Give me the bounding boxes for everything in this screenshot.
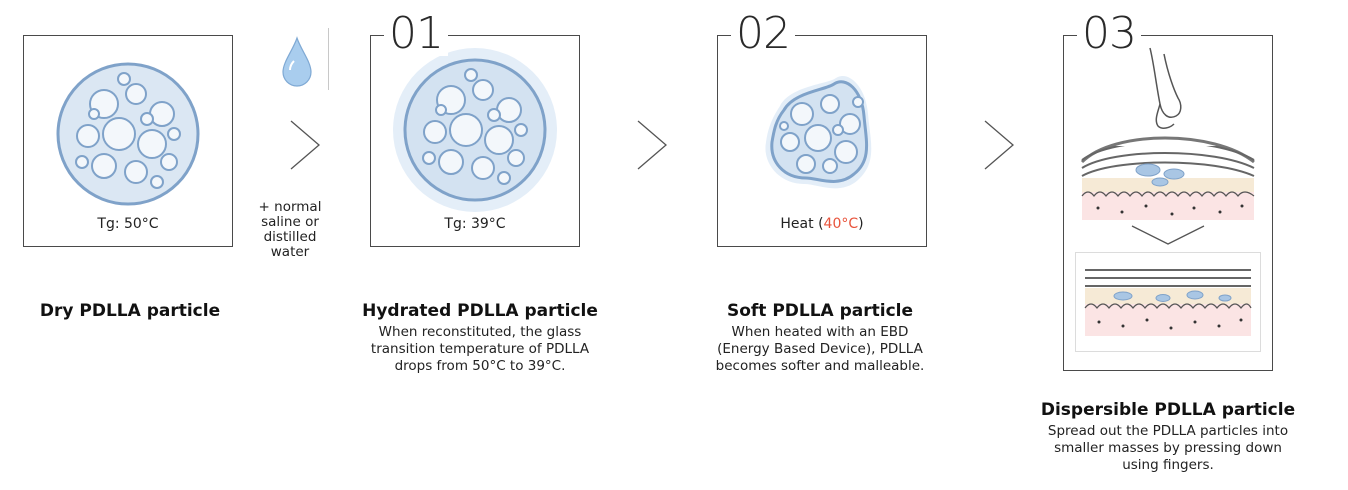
dispersible-caption-line: Spread out the PDLLA particles into xyxy=(1047,423,1289,439)
dry-caption: Dry PDLLA particle xyxy=(15,301,245,324)
additive-note-line: + normal xyxy=(258,199,322,215)
hydrated-caption-line: When reconstituted, the glass xyxy=(378,324,582,340)
additive-note-line: saline or xyxy=(261,214,319,230)
water-drop-icon xyxy=(278,28,329,90)
hydrated-caption: Hydrated PDLLA particle When reconstitut… xyxy=(330,301,630,375)
dispersible-caption-line: using fingers. xyxy=(1122,457,1214,473)
dispersible-caption: Dispersible PDLLA particle Spread out th… xyxy=(1003,400,1333,474)
soft-caption-line: (Energy Based Device), PDLLA xyxy=(717,341,923,357)
dispersible-caption-line: smaller masses by pressing down xyxy=(1054,440,1282,456)
soft-caption-line: becomes softer and malleable. xyxy=(715,358,925,374)
heat-label: Heat (40°C) xyxy=(718,216,926,232)
skin-layers-icon xyxy=(1081,146,1255,220)
hydrated-caption-title: Hydrated PDLLA particle xyxy=(362,301,598,321)
soft-caption-title: Soft PDLLA particle xyxy=(726,301,914,321)
dispersible-particle-panel xyxy=(1063,35,1273,371)
additive-note-line: water xyxy=(270,244,310,260)
soft-particle-panel: Heat (40°C) xyxy=(717,35,927,247)
chevron-right-icon xyxy=(290,120,320,170)
step-number-02: 02 xyxy=(731,12,795,56)
additive-note-line: distilled xyxy=(263,229,317,245)
soft-particle-illustration xyxy=(765,75,872,189)
dry-tg-label: Tg: 50°C xyxy=(97,216,159,232)
additive-note: + normal saline or distilled water xyxy=(250,200,330,260)
chevron-right-icon xyxy=(984,120,1014,170)
step-number-01: 01 xyxy=(384,12,448,56)
dry-caption-title: Dry PDLLA particle xyxy=(39,301,221,321)
soft-caption-line: When heated with an EBD xyxy=(731,324,909,340)
hydrated-caption-line: drops from 50°C to 39°C. xyxy=(394,358,566,374)
heat-label-prefix: Heat ( xyxy=(780,216,824,232)
dispersible-caption-title: Dispersible PDLLA particle xyxy=(1040,400,1296,420)
skin-layers-icon xyxy=(1075,252,1261,352)
hydrated-particle-panel: Tg: 39°C xyxy=(370,35,580,247)
dry-particle-panel: Tg: 50°C xyxy=(23,35,233,247)
chevron-right-icon xyxy=(637,120,667,170)
hydrated-particle-illustration xyxy=(393,48,557,212)
heat-temperature: 40°C xyxy=(823,216,859,232)
hydrated-tg-label: Tg: 39°C xyxy=(444,216,506,232)
chevron-down-icon xyxy=(1131,225,1205,245)
heat-label-suffix: ) xyxy=(858,216,864,232)
dry-particle-illustration xyxy=(56,62,200,206)
step-number-03: 03 xyxy=(1077,12,1141,56)
soft-caption: Soft PDLLA particle When heated with an … xyxy=(670,301,970,375)
hydrated-caption-line: transition temperature of PDLLA xyxy=(370,341,590,357)
